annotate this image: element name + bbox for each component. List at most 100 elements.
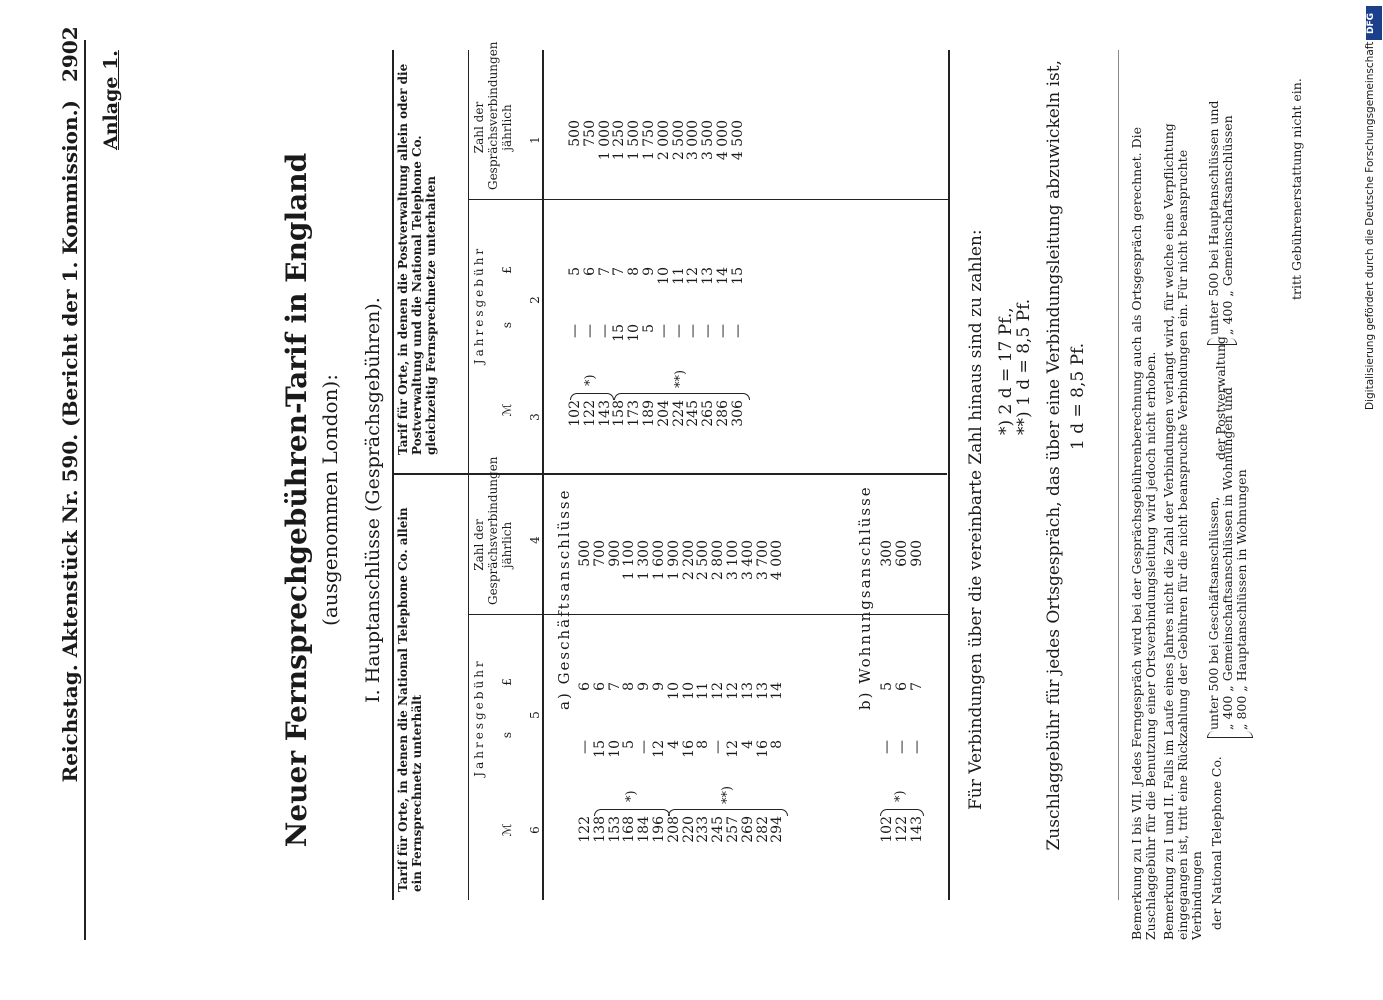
- table-cell-mark: 153: [606, 816, 623, 843]
- left-star1: *): [583, 374, 598, 386]
- table-cell-shilling: 12: [724, 740, 741, 758]
- table-cell-mark: 189: [640, 400, 657, 427]
- table-cell-count: 3 000: [685, 120, 702, 161]
- document-subtitle: (ausgenommen London):: [318, 374, 342, 626]
- table-cell-pound: 5: [879, 682, 895, 691]
- table-cell-mark: 158: [611, 400, 628, 427]
- table-cell-pound: 8: [621, 682, 638, 691]
- table-cell-shilling: —: [879, 740, 895, 754]
- table-cell-mark: 233: [695, 816, 712, 843]
- table-cell-mark: 122: [581, 400, 598, 427]
- table-cell-shilling: —: [893, 740, 910, 754]
- left-remark-row-1: unter 500 bei Hauptanschlüssen und: [1206, 100, 1221, 335]
- right-brace-2: [668, 809, 788, 816]
- table-cell-count: 1 100: [621, 540, 638, 581]
- table-cell-pound: 7: [606, 682, 623, 691]
- table-cell-mark: 102: [567, 400, 583, 427]
- table-cell-count: 3 400: [739, 540, 756, 581]
- right-star1: *): [624, 790, 639, 802]
- table-head-rule: [468, 50, 469, 900]
- page-number: 2902: [58, 26, 82, 82]
- table-cell-mark: 102: [879, 816, 895, 843]
- table-cell-shilling: 4: [665, 740, 682, 749]
- table-bottom-rule: [948, 50, 950, 900]
- table-cell-shilling: 12: [650, 740, 667, 758]
- table-cell-shilling: —: [655, 324, 672, 338]
- left-colnum-2: 2: [528, 296, 542, 304]
- table-cell-count: 900: [908, 540, 925, 567]
- table-cell-pound: 6: [581, 267, 598, 276]
- residential-star1: *): [893, 790, 908, 802]
- table-cell-pound: 10: [665, 682, 682, 700]
- right-remark-brace: [1207, 731, 1253, 738]
- table-cell-shilling: —: [700, 324, 717, 338]
- table-cell-shilling: —: [596, 324, 613, 338]
- table-cell-mark: 143: [596, 400, 613, 427]
- right-remark-label: der National Telephone Co.: [1209, 756, 1224, 930]
- remark-i-vii: Bemerkung zu I bis VII. Jedes Ferngesprä…: [1129, 127, 1158, 940]
- right-colnum-5: 5: [528, 711, 542, 719]
- table-cell-pound: 10: [680, 682, 697, 700]
- table-cell-pound: 10: [655, 267, 672, 285]
- table-cell-count: 4 500: [729, 120, 746, 161]
- table-cell-pound: 12: [685, 267, 702, 285]
- table-cell-shilling: 10: [626, 324, 643, 342]
- right-unit-mark: ℳ: [500, 823, 514, 837]
- running-title: Reichstag. Aktenstück Nr. 590. (Bericht …: [58, 100, 82, 783]
- table-cell-shilling: —: [577, 740, 593, 754]
- footnote-1: *) 2 d = 17 Pf.,: [996, 307, 1016, 435]
- table-cell-shilling: 8: [695, 740, 712, 749]
- residential-brace: [880, 809, 924, 816]
- right-col4-rule: [468, 614, 948, 615]
- left-colnum-3: 3: [528, 413, 542, 421]
- left-brace-2: [614, 393, 750, 400]
- table-cell-shilling: —: [908, 740, 925, 754]
- left-brace-1: [570, 393, 614, 400]
- table-colhead-rule: [542, 50, 544, 900]
- table-cell-pound: 14: [769, 682, 786, 700]
- right-col5-header: Jahresgebühr: [472, 658, 486, 777]
- table-cell-count: 2 200: [680, 540, 697, 581]
- table-cell-count: 300: [879, 540, 895, 567]
- table-cell-shilling: 4: [739, 740, 756, 749]
- table-cell-pound: 12: [710, 682, 727, 700]
- table-cell-shilling: 16: [680, 740, 697, 758]
- table-cell-pound: 11: [670, 267, 687, 285]
- table-cell-shilling: 16: [754, 740, 771, 758]
- table-cell-count: 1 750: [640, 120, 657, 161]
- document-title: Neuer Fernsprechgebühren-Tarif in Englan…: [280, 152, 313, 848]
- table-cell-mark: 143: [908, 816, 925, 843]
- annex-label: Anlage 1.: [100, 50, 122, 150]
- table-cell-shilling: —: [685, 324, 702, 338]
- table-top-rule: [392, 50, 394, 900]
- left-remark-row-2: „ 400 „ Gemeinschaftsanschlüssen: [1220, 115, 1235, 335]
- left-col2-header: Jahresgebühr: [472, 245, 486, 365]
- final-note: tritt Gebührenerstattung nicht ein.: [1289, 78, 1304, 300]
- table-cell-count: 4 000: [769, 540, 786, 581]
- right-col4-header: Zahl der Gesprächsverbindungen jährlich: [472, 456, 514, 605]
- table-cell-count: 900: [606, 540, 623, 567]
- table-cell-shilling: —: [567, 324, 583, 338]
- left-table-heading: Tarif für Orte, in denen die Postverwalt…: [396, 63, 438, 455]
- table-cell-count: 2 800: [710, 540, 727, 581]
- remark-i-ii: Bemerkung zu I und II. Falls im Laufe ei…: [1161, 123, 1204, 940]
- section-heading: I. Hauptanschlüsse (Gesprächsgebühren).: [362, 297, 384, 703]
- table-cell-shilling: —: [714, 324, 731, 338]
- residential-label: b) Wohnungsanschlüsse: [856, 485, 874, 710]
- table-cell-count: 3 700: [754, 540, 771, 581]
- table-cell-mark: 257: [724, 816, 741, 843]
- left-col1-rule: [468, 199, 948, 200]
- table-cell-shilling: —: [670, 324, 687, 338]
- footnote-2: **) 1 d = 8,5 Pf.: [1014, 298, 1034, 435]
- table-cell-shilling: 8: [769, 740, 786, 749]
- table-cell-pound: 13: [739, 682, 756, 700]
- table-cell-shilling: 5: [621, 740, 638, 749]
- table-cell-count: 1 900: [665, 540, 682, 581]
